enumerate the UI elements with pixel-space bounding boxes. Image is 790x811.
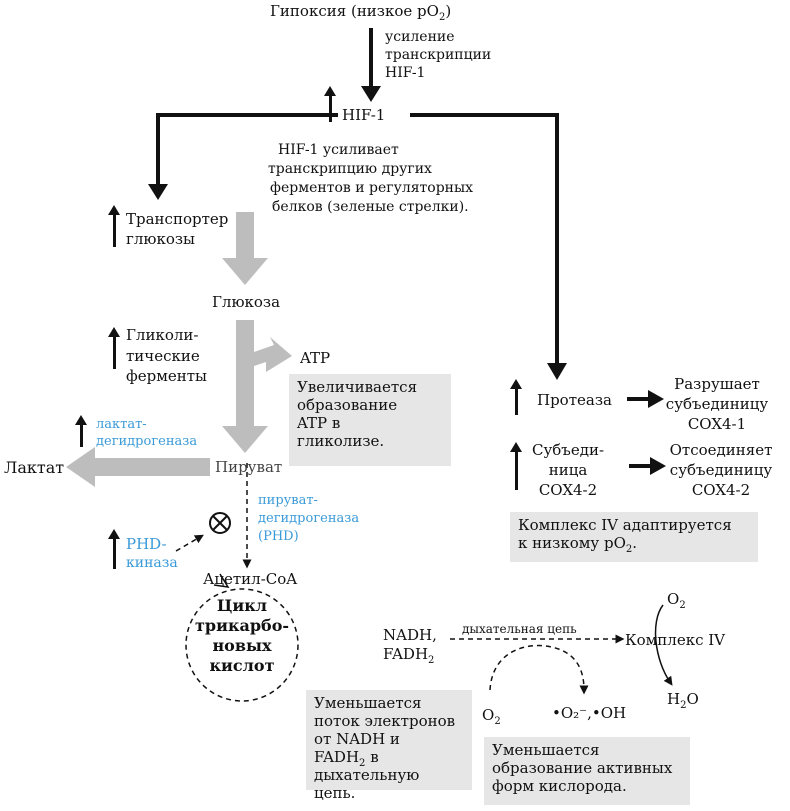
- phd-kinase-2: киназа: [126, 555, 178, 571]
- grey-arrow-to-atp: [254, 337, 292, 372]
- phd-kinase-1: PHD-: [126, 535, 167, 553]
- tca-label-4: кислот: [209, 656, 275, 675]
- transcription-label-2: транскрипции: [385, 47, 492, 63]
- inhibition-symbol: [209, 512, 231, 534]
- ros-box-line-3: форм кислорода.: [492, 777, 627, 795]
- electron-box-line-2: поток электронов: [314, 712, 456, 730]
- electron-box-line-1: Уменьшается: [314, 694, 422, 712]
- grey-arrow-transporter-glucose: [222, 212, 268, 285]
- degrades-3: COX4-1: [687, 415, 747, 433]
- tca-cycle-circle: [185, 588, 299, 702]
- lactate-label: Лактат: [4, 458, 65, 477]
- subunit-2: ница: [548, 461, 588, 479]
- ros-box-line-2: образование активных: [492, 759, 673, 777]
- complex4-label: Комплекс IV: [625, 631, 726, 649]
- electron-box-line-4: FADH2 в: [314, 748, 379, 769]
- atp-info-box: Увеличивается образование ATP в гликолиз…: [289, 374, 451, 466]
- electron-box-line-3: от NADH и: [314, 730, 400, 748]
- subunit-1: Субъеди-: [531, 441, 605, 459]
- grey-arrow-glucose-pyruvate: [222, 320, 268, 453]
- subunit-3: COX4-2: [538, 481, 598, 499]
- ros-box: Уменьшается образование активных форм ки…: [484, 737, 690, 805]
- degrades-2: субъединицу: [665, 395, 769, 413]
- tca-label-1: Цикл: [216, 596, 268, 615]
- atp-box-line-1: Увеличивается: [297, 378, 418, 396]
- glycolytic-3: ферменты: [126, 367, 207, 385]
- black-flow-arrows: [156, 28, 652, 468]
- respiratory-chain-label: дыхательная цепь: [462, 622, 577, 636]
- up-arrow-ldh: [75, 415, 87, 447]
- hif1-note-2: транскрипцию других: [268, 161, 432, 177]
- degrades-1: Разрушает: [674, 375, 760, 393]
- up-arrow-glycolytic: [108, 327, 120, 369]
- ros-label: •O₂⁻,•OH: [552, 704, 627, 722]
- acetyl-coa-label: Ацетил-CoA: [203, 570, 298, 588]
- hif1-note-1: HIF-1 усиливает: [278, 142, 399, 158]
- attaches-2: субъединицу: [669, 461, 773, 479]
- pdh-label-1: пируват-: [258, 493, 318, 508]
- complex-box-line-2: к низкому pO2.: [518, 534, 638, 555]
- tca-label-2: трикарбо-: [194, 616, 290, 635]
- h2o-label: H2O: [667, 690, 699, 711]
- pdh-label-2: дегидрогеназа: [258, 511, 360, 526]
- complex4-arrow: [654, 604, 673, 686]
- attaches-3: COX4-2: [691, 481, 751, 499]
- arrow-heads: [148, 86, 666, 475]
- transcription-label-1: усиление: [385, 29, 455, 45]
- glycolytic-2: тические: [126, 347, 200, 365]
- tca-label-3: новых: [212, 636, 272, 655]
- up-arrow-transporter: [108, 205, 120, 247]
- nadh-label: NADH,: [383, 626, 437, 644]
- o2-top-label: O2: [667, 590, 686, 611]
- grey-arrow-to-lactate: [66, 447, 210, 487]
- glucose-label: Глюкоза: [212, 293, 281, 311]
- atp-box-line-2: образование: [297, 396, 398, 414]
- glycolytic-1: Гликоли-: [126, 326, 199, 344]
- transcription-label-3: HIF-1: [385, 65, 426, 81]
- ldh-label-2: дегидрогеназа: [96, 434, 198, 449]
- tca-cycle-arrowhead: [213, 573, 230, 588]
- dashed-arrows: [175, 463, 625, 702]
- hypoxia-label: Гипоксия (низкое pO2): [270, 2, 452, 23]
- complex-box-line-1: Комплекс IV адаптируется: [518, 516, 732, 534]
- pdh-label-3: (PHD): [258, 529, 299, 544]
- electron-flow-box: Уменьшается поток электронов от NADH и F…: [306, 690, 472, 802]
- atp-box-line-3: ATP в: [297, 414, 341, 432]
- fadh-label: FADH2: [383, 645, 435, 666]
- up-arrow-subunit: [510, 442, 522, 490]
- ldh-label-1: лактат-: [96, 417, 147, 432]
- up-arrow-phd-kinase: [108, 529, 120, 569]
- atp-label: ATP: [300, 349, 331, 367]
- glucose-transporter-1: Транспортер: [126, 210, 229, 228]
- hif1-label: HIF-1: [342, 106, 386, 124]
- hif1-note-3: ферментов и регуляторных: [270, 180, 474, 196]
- ros-box-line-1: Уменьшается: [492, 741, 600, 759]
- attaches-1: Отсоединяет: [669, 441, 773, 459]
- complex-adapt-box: Комплекс IV адаптируется к низкому pO2.: [510, 512, 758, 562]
- grey-flow-arrows: [66, 212, 292, 487]
- atp-box-line-4: гликолизе.: [297, 432, 385, 450]
- glucose-transporter-2: глюкозы: [126, 230, 195, 248]
- up-arrow-protease: [510, 379, 522, 415]
- electron-box-line-5: дыхательную цепь.: [314, 766, 420, 802]
- pyruvate-label: Пируват: [215, 458, 283, 476]
- hif1-note-4: белков (зеленые стрелки).: [272, 199, 469, 215]
- o2-bottom-label: O2: [482, 706, 501, 727]
- protease-label: Протеаза: [537, 391, 612, 409]
- up-arrow-hif1: [324, 86, 336, 122]
